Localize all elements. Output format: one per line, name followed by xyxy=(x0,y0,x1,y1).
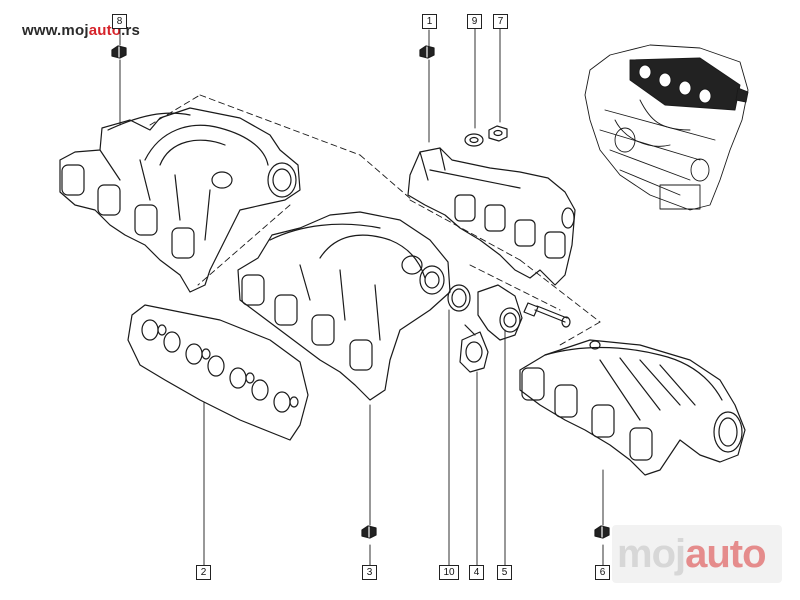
callout-3: 3 xyxy=(362,565,377,580)
callout-4: 4 xyxy=(469,565,484,580)
callout-2: 2 xyxy=(196,565,211,580)
manifold-gasket-part-2 xyxy=(127,304,309,441)
callout-5: 5 xyxy=(497,565,512,580)
bolt-part-5 xyxy=(523,302,571,328)
logo-text-part2: auto xyxy=(685,532,766,576)
logo-text-part1: moj xyxy=(617,532,686,576)
fastener-nut-3 xyxy=(361,525,377,539)
intake-manifold-lower xyxy=(519,339,746,476)
nut-part-7 xyxy=(488,125,508,142)
callout-7: 7 xyxy=(493,14,508,29)
engine-thumbnail xyxy=(584,44,749,211)
fastener-nut-1 xyxy=(419,45,435,59)
fastener-nut-8 xyxy=(111,45,127,59)
exhaust-manifold-upper xyxy=(59,107,301,293)
fastener-nut-6 xyxy=(594,525,610,539)
mojauto-logo-watermark: mojauto xyxy=(617,529,779,579)
url-prefix: www.moj xyxy=(22,22,89,39)
o-ring-part-10 xyxy=(447,284,471,312)
callout-8: 8 xyxy=(112,14,127,29)
callout-6: 6 xyxy=(595,565,610,580)
callout-9: 9 xyxy=(467,14,482,29)
callout-1: 1 xyxy=(422,14,437,29)
valve-housing-part-4 xyxy=(459,284,523,373)
washer-part-9 xyxy=(464,133,484,147)
callout-10: 10 xyxy=(439,565,459,580)
leader-lines xyxy=(119,27,604,566)
intake-manifold-upper xyxy=(407,147,576,286)
exhaust-manifold-center xyxy=(237,211,451,401)
logo-backdrop xyxy=(612,525,782,583)
